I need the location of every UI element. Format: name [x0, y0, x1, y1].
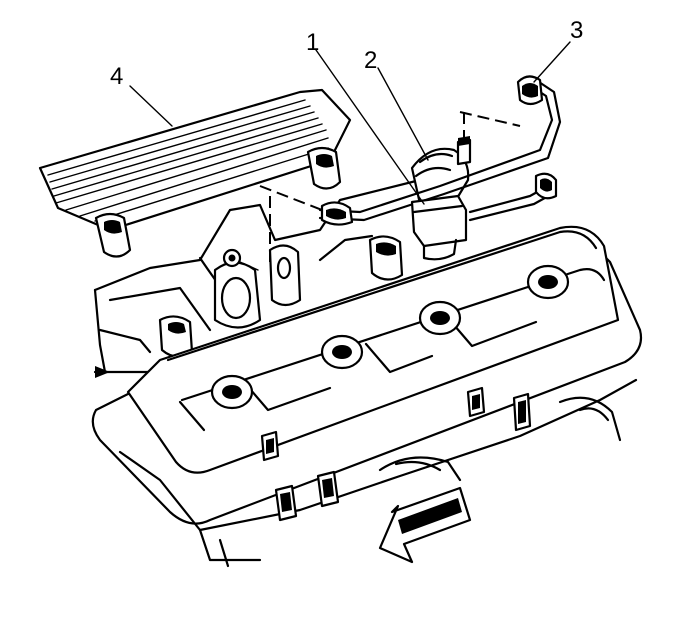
intake-manifold-cover — [38, 88, 352, 258]
leader-line-4 — [129, 85, 173, 127]
valve-cover — [91, 225, 643, 525]
cover-bolt-1 — [210, 374, 254, 410]
callout-4: 4 — [110, 63, 123, 90]
callout-3: 3 — [570, 17, 583, 44]
cylinder-head — [118, 378, 638, 568]
callout-1: 1 — [306, 29, 319, 56]
manifold-bolt — [222, 248, 259, 271]
leader-lines — [129, 41, 571, 205]
engine-block-body — [93, 178, 422, 378]
leader-line-3 — [533, 41, 571, 83]
leader-line-2 — [377, 67, 429, 161]
pcv-tube-assembly — [318, 75, 562, 261]
cover-bolt-4 — [526, 264, 570, 300]
assembly-guide-lines — [259, 111, 521, 262]
cover-bolt-3 — [418, 300, 462, 336]
cover-bolt-2 — [320, 334, 364, 370]
callout-2: 2 — [364, 47, 377, 74]
leader-line-1 — [315, 49, 425, 205]
front-direction-arrow — [378, 486, 472, 564]
